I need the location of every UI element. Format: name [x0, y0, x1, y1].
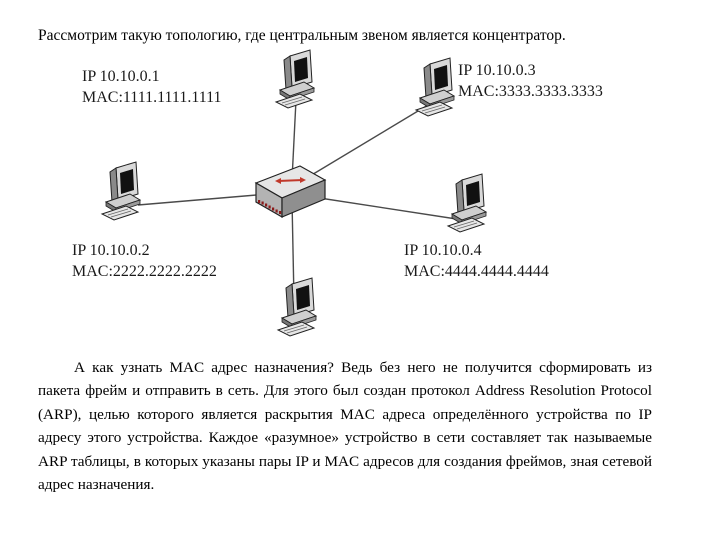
node-2-label: IP 10.10.0.2 MAC:2222.2222.2222: [72, 240, 217, 282]
node-1-mac: MAC:1111.1111.1111: [82, 89, 222, 106]
computer-icon-3: [415, 57, 455, 117]
node-1-ip: IP 10.10.0.1: [82, 68, 160, 85]
node-3-mac: MAC:3333.3333.3333: [458, 83, 603, 100]
cable-line-1: [291, 99, 297, 181]
node-1-label: IP 10.10.0.1 MAC:1111.1111.1111: [82, 66, 222, 108]
arp-explanation-paragraph: А как узнать MAC адрес назначения? Ведь …: [38, 359, 652, 494]
node-4-label: IP 10.10.0.4 MAC:4444.4444.4444: [404, 240, 549, 282]
node-2-ip: IP 10.10.0.2: [72, 242, 150, 259]
node-2-mac: MAC:2222.2222.2222: [72, 263, 217, 280]
heading-text: Рассмотрим такую топологию, где централь…: [38, 27, 566, 44]
computer-icon-5: [277, 277, 317, 337]
hub-icon: [254, 165, 327, 219]
cable-line-3: [299, 104, 429, 183]
cable-line-4: [299, 194, 464, 221]
computer-icon-4: [447, 173, 487, 233]
node-3-ip: IP 10.10.0.3: [458, 62, 536, 79]
node-4-mac: MAC:4444.4444.4444: [404, 263, 549, 280]
computer-icon-1: [275, 49, 315, 109]
node-3-label: IP 10.10.0.3 MAC:3333.3333.3333: [458, 60, 603, 102]
node-4-ip: IP 10.10.0.4: [404, 242, 482, 259]
computer-icon-2: [101, 161, 141, 221]
network-topology-diagram: [101, 49, 487, 337]
